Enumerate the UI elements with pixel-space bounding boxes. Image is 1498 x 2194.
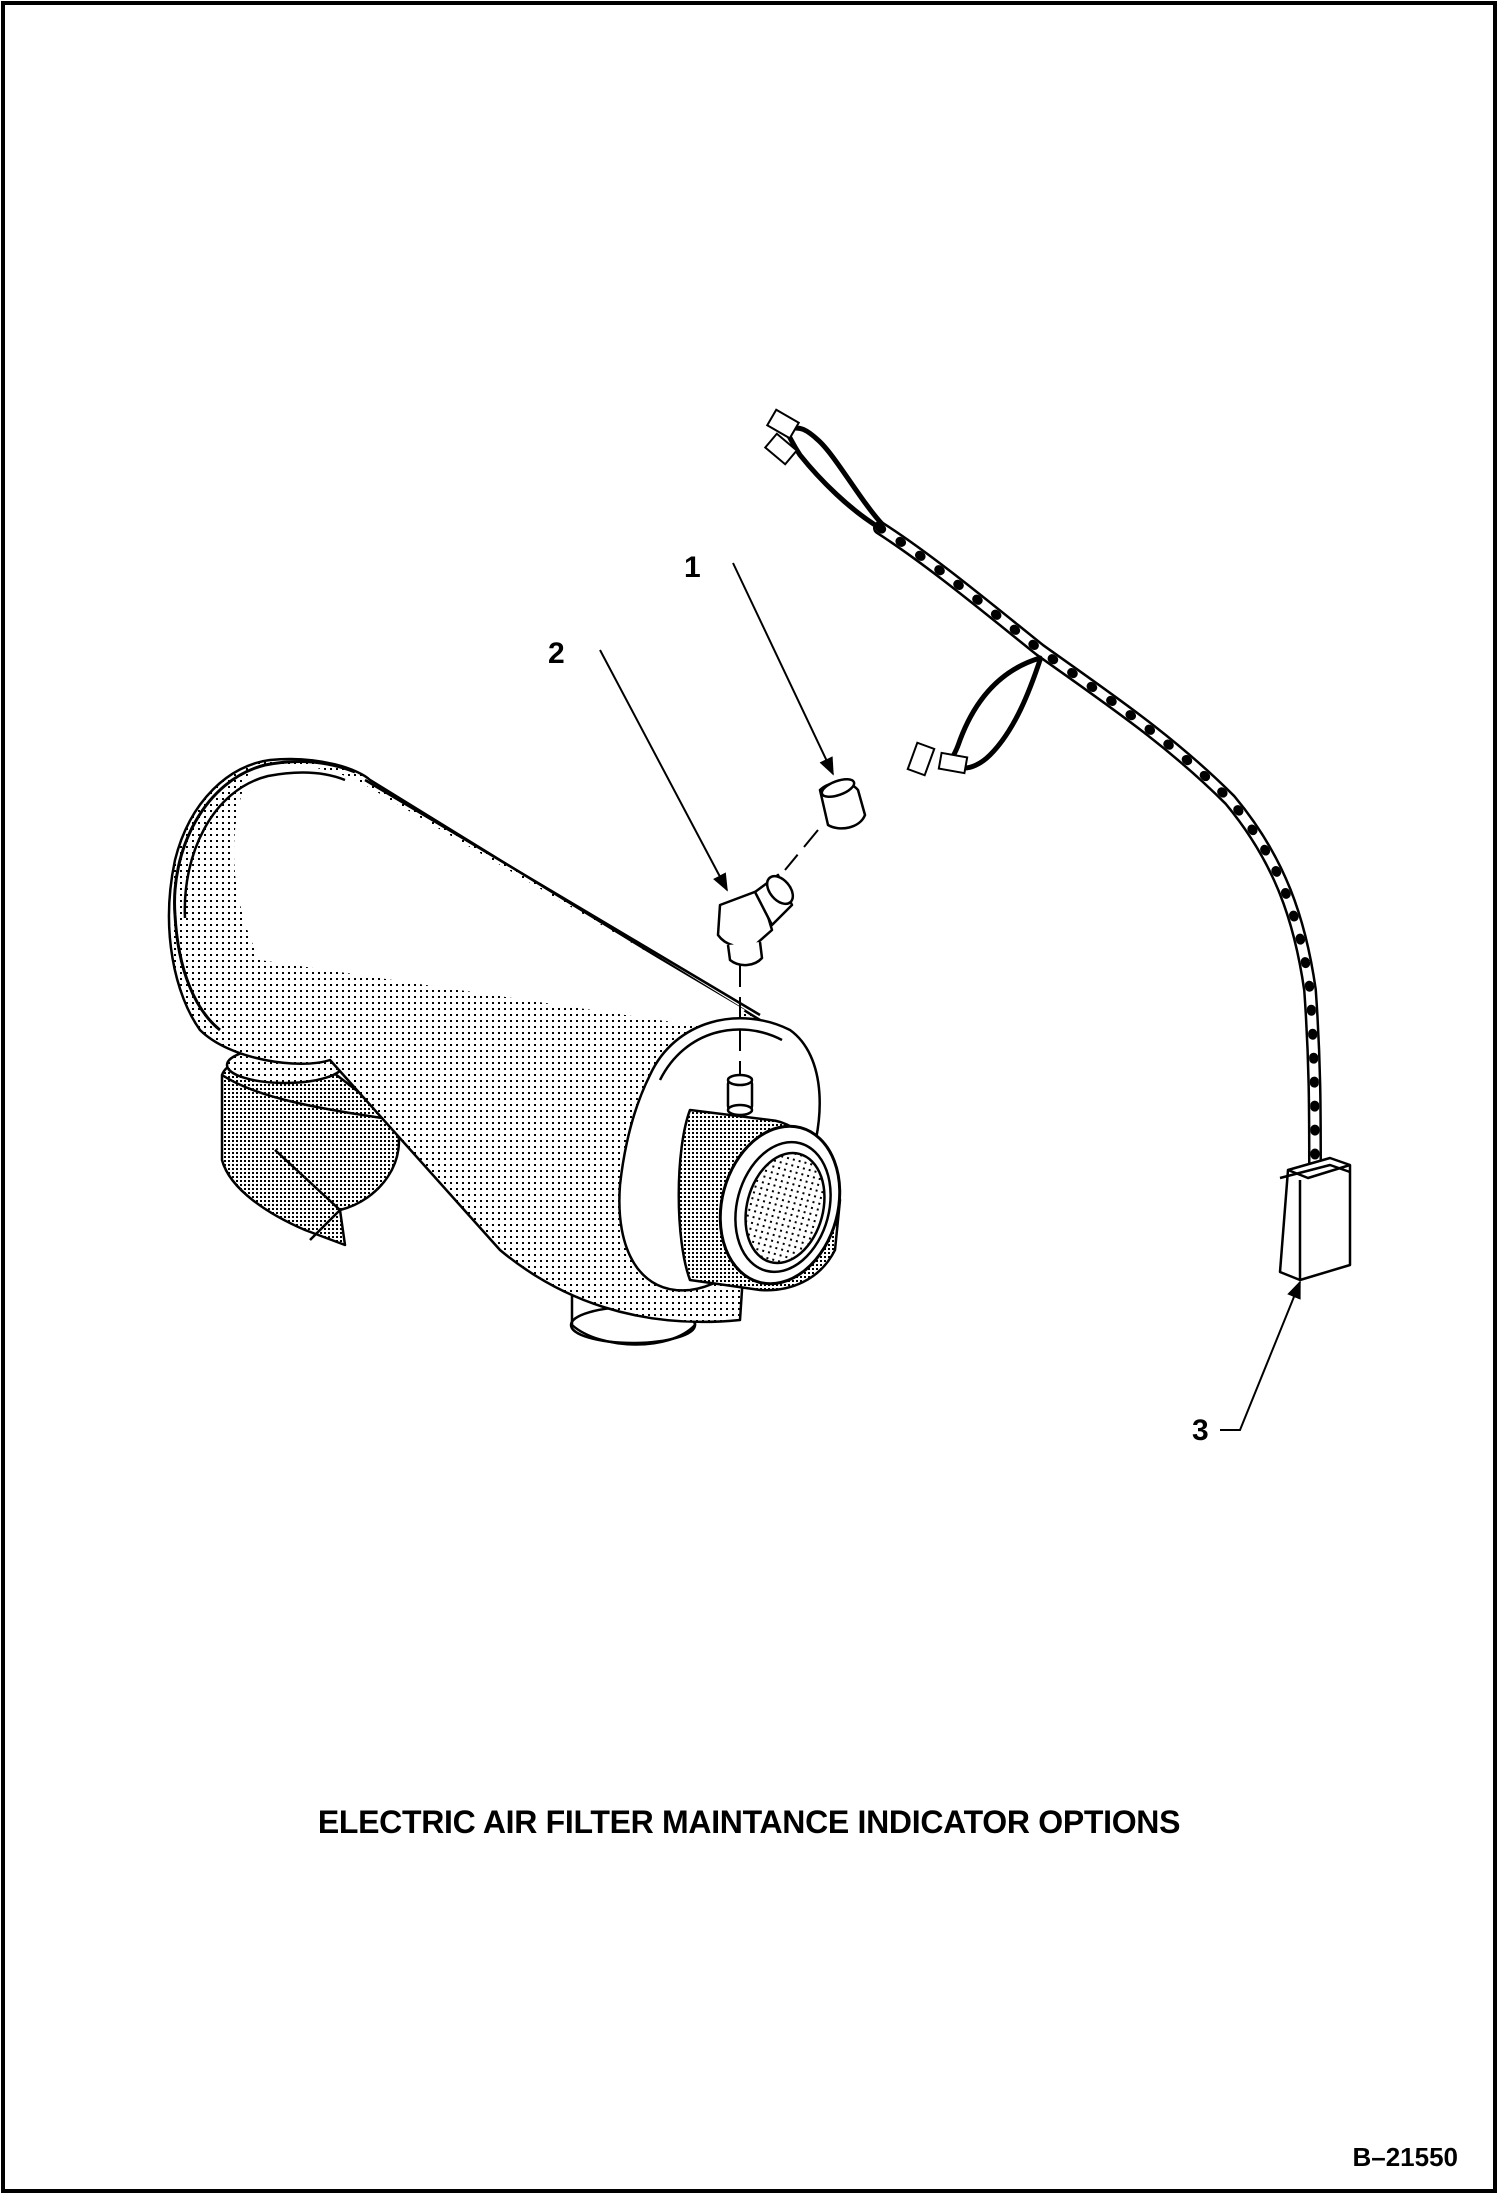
callout-leaders: [599, 562, 1301, 1431]
drawing-number: B–21550: [1352, 2142, 1458, 2172]
cap: [818, 777, 867, 830]
diagram-caption: ELECTRIC AIR FILTER MAINTANCE INDICATOR …: [317, 1804, 1181, 1840]
assembly-lines: [739, 829, 819, 1075]
wiring-harness: [782, 425, 1322, 1177]
indicator-switch: [1278, 1156, 1352, 1282]
callout-2: 2: [548, 637, 565, 670]
callout-3: 3: [1192, 1414, 1209, 1447]
harness-connectors: [763, 408, 969, 777]
callout-1: 1: [684, 551, 701, 584]
elbow-fitting: [716, 873, 795, 967]
air-filter-housing: [167, 757, 842, 1346]
